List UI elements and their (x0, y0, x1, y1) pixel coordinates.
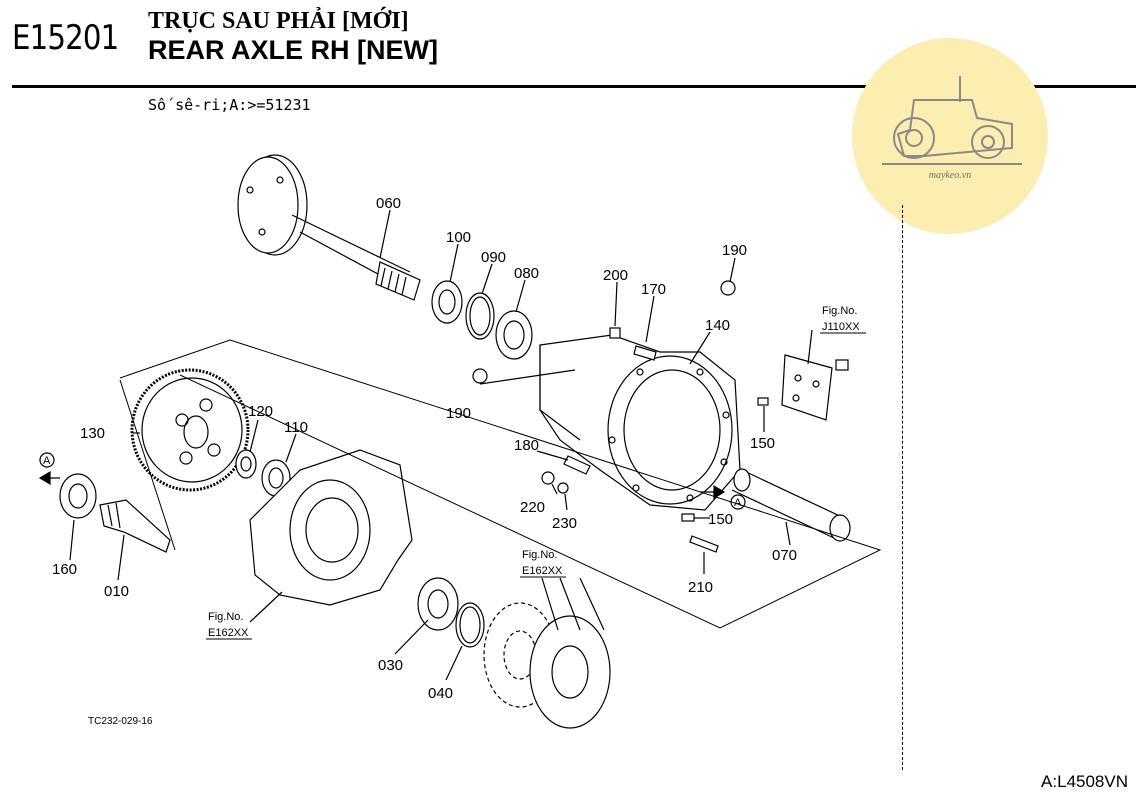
axle-tube-070 (731, 468, 851, 542)
part-label-230: 230 (552, 515, 577, 532)
fig-ref-e162-brake-line2: E162XX (522, 565, 563, 577)
cover-plate-j110 (781, 354, 849, 421)
part-label-150-top: 150 (750, 435, 775, 452)
bearing-160 (59, 473, 97, 519)
part-label-170: 170 (641, 281, 666, 298)
fig-ref-e162-carrier-line2: E162XX (208, 627, 249, 639)
axle-housing-140 (539, 334, 741, 511)
tractor-icon (882, 76, 1022, 165)
part-label-140: 140 (705, 317, 730, 334)
bearing-080 (495, 310, 533, 360)
part-group-code: E15201 (12, 18, 119, 58)
part-label-060: 060 (376, 195, 401, 212)
part-label-030: 030 (378, 657, 403, 674)
part-label-190-top: 190 (722, 242, 747, 259)
part-label-190-bottom: 190 (446, 405, 471, 422)
bearing-030 (417, 577, 459, 631)
page-title-english: REAR AXLE RH [NEW] (148, 35, 438, 65)
axle-shaft-060 (237, 154, 421, 301)
part-label-160: 160 (52, 561, 77, 578)
part-label-150-bottom: 150 (708, 511, 733, 528)
fig-ref-j110-line2: J110XX (822, 321, 860, 333)
bearing-120 (235, 449, 257, 479)
watermark-text: maykeo.vn (928, 170, 972, 181)
hardware-bolts (472, 280, 769, 553)
part-label-120: 120 (248, 403, 273, 420)
drawing-reference: TC232-029-16 (88, 716, 153, 727)
part-label-130: 130 (80, 425, 105, 442)
watermark-logo: maykeo.vn (852, 38, 1048, 234)
footer-model-code: A:L4508VN (1041, 772, 1128, 791)
part-label-070: 070 (772, 547, 797, 564)
ring-gear-130 (130, 368, 250, 492)
fig-ref-e162-carrier-line1: Fig.No. (208, 611, 243, 623)
part-label-210: 210 (688, 579, 713, 596)
snap-ring-090 (465, 292, 495, 340)
part-label-220: 220 (520, 499, 545, 516)
part-label-040: 040 (428, 685, 453, 702)
part-label-110: 110 (284, 419, 308, 436)
page-title-vietnamese: TRỤC SAU PHẢI [MỚI] (148, 8, 409, 34)
snap-ring-040 (455, 602, 485, 648)
fig-ref-j110-line1: Fig.No. (822, 305, 857, 317)
part-label-100: 100 (446, 229, 471, 246)
pinion-shaft-010 (99, 499, 171, 553)
bearing-100 (431, 280, 463, 324)
part-label-010: 010 (104, 583, 129, 600)
part-label-090: 090 (481, 249, 506, 266)
serial-number-note: Số sê-ri;A:>=51231 (148, 96, 311, 114)
view-marker-a-left: A (43, 455, 51, 467)
page-fold-line (902, 205, 903, 770)
part-label-080: 080 (514, 265, 539, 282)
header-divider (12, 85, 1136, 88)
part-label-180: 180 (514, 437, 539, 454)
view-marker-a-right: A (734, 497, 742, 509)
fig-ref-e162-brake-line1: Fig.No. (522, 549, 557, 561)
carrier-case-e162 (249, 449, 413, 606)
brake-discs-e162 (483, 602, 611, 729)
part-label-200: 200 (603, 267, 628, 284)
